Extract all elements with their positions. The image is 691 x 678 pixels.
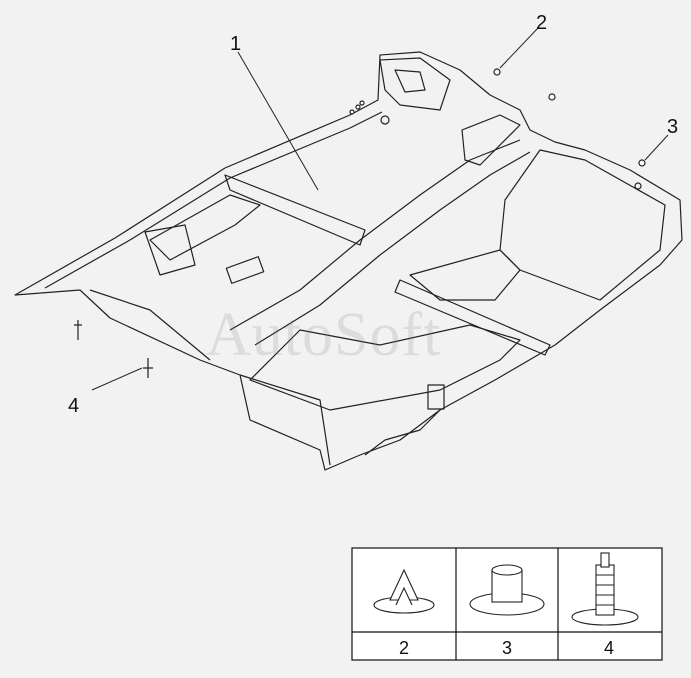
carpet-outline [14, 51, 683, 471]
fastener-2-b [548, 93, 556, 101]
callout-3: 3 [667, 116, 679, 138]
fastener-4-left [74, 320, 82, 340]
center-tunnel [229, 139, 521, 331]
parts-table-label-3: 3 [501, 638, 512, 658]
leader-1 [237, 51, 319, 191]
leader-3 [644, 134, 669, 161]
leader-2 [499, 27, 539, 69]
parts-table-label-2: 2 [398, 638, 409, 658]
callout-1: 1 [230, 33, 242, 55]
callout-4: 4 [68, 395, 80, 417]
part-2-clip-icon [373, 568, 435, 614]
part-3-nut-icon [469, 564, 545, 616]
leader-4 [91, 367, 143, 391]
fastener-4-right [143, 358, 153, 378]
part-4-pushpin-icon [571, 552, 639, 626]
parts-table-label-4: 4 [603, 638, 614, 658]
callout-2: 2 [536, 12, 548, 34]
fastener-2-top [493, 68, 501, 76]
fastener-3-marker [638, 159, 646, 167]
